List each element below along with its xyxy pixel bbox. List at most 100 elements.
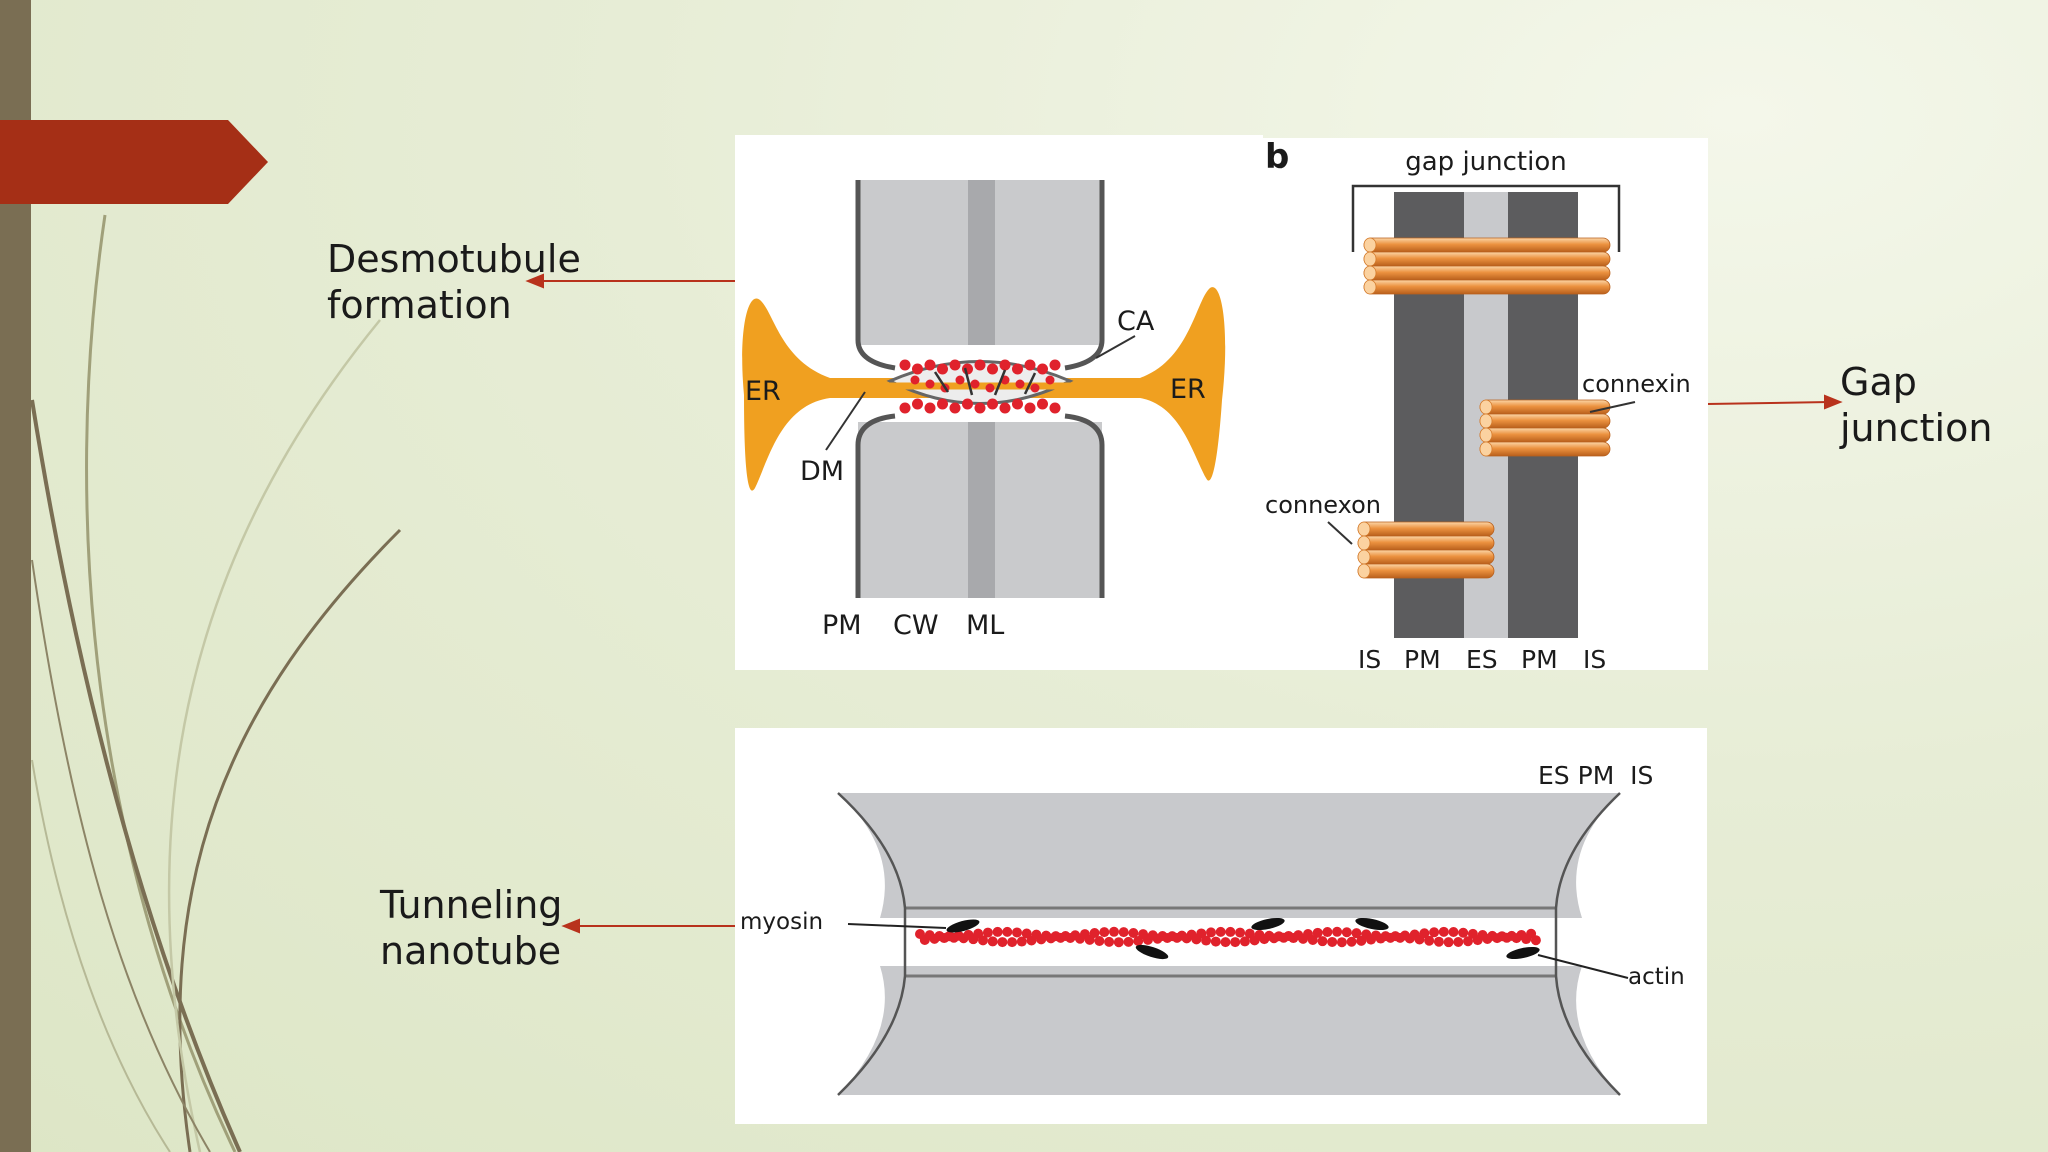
pore-bead [970, 379, 980, 389]
tube-end [1357, 535, 1371, 551]
actin-bead [1113, 937, 1124, 948]
pore-bead [1049, 402, 1061, 414]
actin-bead [1012, 927, 1022, 938]
connexon-lower [1357, 521, 1495, 579]
actin-bead [1201, 935, 1212, 946]
pore-bead [899, 402, 911, 414]
actin-bead [1094, 936, 1105, 947]
actin-bead [1453, 937, 1464, 948]
tunneling-label: Tunneling [379, 883, 562, 927]
pore-bead [1024, 402, 1036, 414]
tube-end [1479, 399, 1493, 415]
pore-bead [937, 363, 948, 375]
pore-bead [999, 402, 1011, 414]
tube-end [1357, 563, 1371, 579]
connexin-tube [1357, 535, 1495, 551]
connexin-tube [1363, 237, 1611, 253]
actin-bead [1327, 936, 1338, 947]
pore-bead [912, 363, 923, 375]
tube-end [1363, 237, 1377, 253]
actin-bead [982, 927, 993, 938]
pore-bead [955, 375, 965, 385]
svg-text:IS: IS [1583, 645, 1606, 674]
er-right-label: ER [1170, 374, 1206, 405]
connexin-tube [1479, 427, 1611, 443]
actin-bead [1021, 928, 1032, 939]
tube-end [1357, 549, 1371, 565]
tube-end [1479, 413, 1493, 429]
pore-bead [987, 398, 998, 410]
actin-bead [1351, 928, 1362, 939]
actin-bead [1458, 927, 1469, 938]
pore-bead [910, 375, 920, 385]
pore-bead [1012, 363, 1023, 375]
actin-bead [1220, 937, 1231, 948]
ca-label: CA [1117, 306, 1155, 337]
actin-bead [1239, 936, 1250, 947]
pore-bead [974, 402, 986, 414]
desmotubule-label-line2: formation [327, 283, 512, 327]
actin-bead [1016, 936, 1027, 947]
actin-bead [978, 935, 988, 946]
actin-bead [1332, 926, 1343, 937]
actin-bead [1099, 927, 1110, 938]
svg-text:PM: PM [1521, 645, 1558, 674]
actin-bead [1230, 937, 1241, 948]
pore-bead [937, 398, 948, 410]
actin-bead [1002, 926, 1013, 937]
pore-bead [912, 398, 923, 410]
dm-label: DM [800, 456, 844, 487]
actin-bead [1104, 936, 1115, 947]
actin-bead [1317, 936, 1328, 947]
actin-bead [1443, 937, 1454, 948]
pore-bead [1045, 375, 1055, 385]
actin-bead [997, 937, 1008, 948]
gap-bottom-labels: IS PM ES PM IS [1358, 645, 1606, 674]
pore-bead [1037, 398, 1048, 410]
actin-bead [1424, 935, 1435, 946]
actin-bead [1322, 927, 1333, 938]
tunneling-label-line2: nanotube [380, 929, 561, 973]
actin-bead [1118, 927, 1129, 938]
actin-bead [1530, 935, 1541, 946]
actin-bead [1109, 926, 1119, 937]
pore-bead [924, 402, 936, 414]
actin-bead [1089, 927, 1100, 938]
figure-c-nanotube: ES PM IS myosin actin [735, 728, 1707, 1124]
pore-bead [962, 398, 973, 410]
connexon-label: connexon [1265, 491, 1381, 519]
actin-bead [1419, 928, 1430, 939]
decorative-curves [30, 214, 402, 1152]
pore-bead [974, 359, 986, 371]
es-pm-is-label: ES PM IS [1538, 761, 1653, 790]
gap-junction-label-line2: junction [1839, 406, 1992, 450]
gap-junction-title: gap junction [1405, 147, 1566, 177]
actin-bead [1336, 937, 1347, 948]
pore-bead [1012, 398, 1023, 410]
actin-bead [1346, 936, 1357, 947]
actin-bead [1007, 937, 1018, 948]
pore-bead [1015, 379, 1025, 389]
pore-bead [1030, 383, 1040, 393]
pointer-arrows [525, 273, 1843, 934]
cw-label: CW [893, 610, 939, 641]
tube-end [1479, 441, 1493, 457]
pore-bead [949, 359, 961, 371]
myosin-label: myosin [740, 909, 823, 935]
er-left-label: ER [745, 376, 781, 407]
tube-end [1363, 265, 1377, 281]
connexon-upper [1363, 237, 1611, 295]
myosin-motors [946, 917, 1540, 960]
svg-text:IS: IS [1358, 645, 1381, 674]
actin-bead [1448, 926, 1459, 937]
connexin-label: connexin [1582, 370, 1691, 398]
actin-bead [1341, 927, 1352, 938]
actin-beads [915, 926, 1541, 948]
actin-bead [992, 926, 1003, 937]
pore-bead [1024, 359, 1036, 371]
svg-text:ES: ES [1466, 645, 1498, 674]
connexin-tube [1479, 441, 1611, 457]
actin-bead [1206, 927, 1216, 938]
tube-end [1363, 279, 1377, 295]
panel-letter: b [1265, 137, 1289, 177]
